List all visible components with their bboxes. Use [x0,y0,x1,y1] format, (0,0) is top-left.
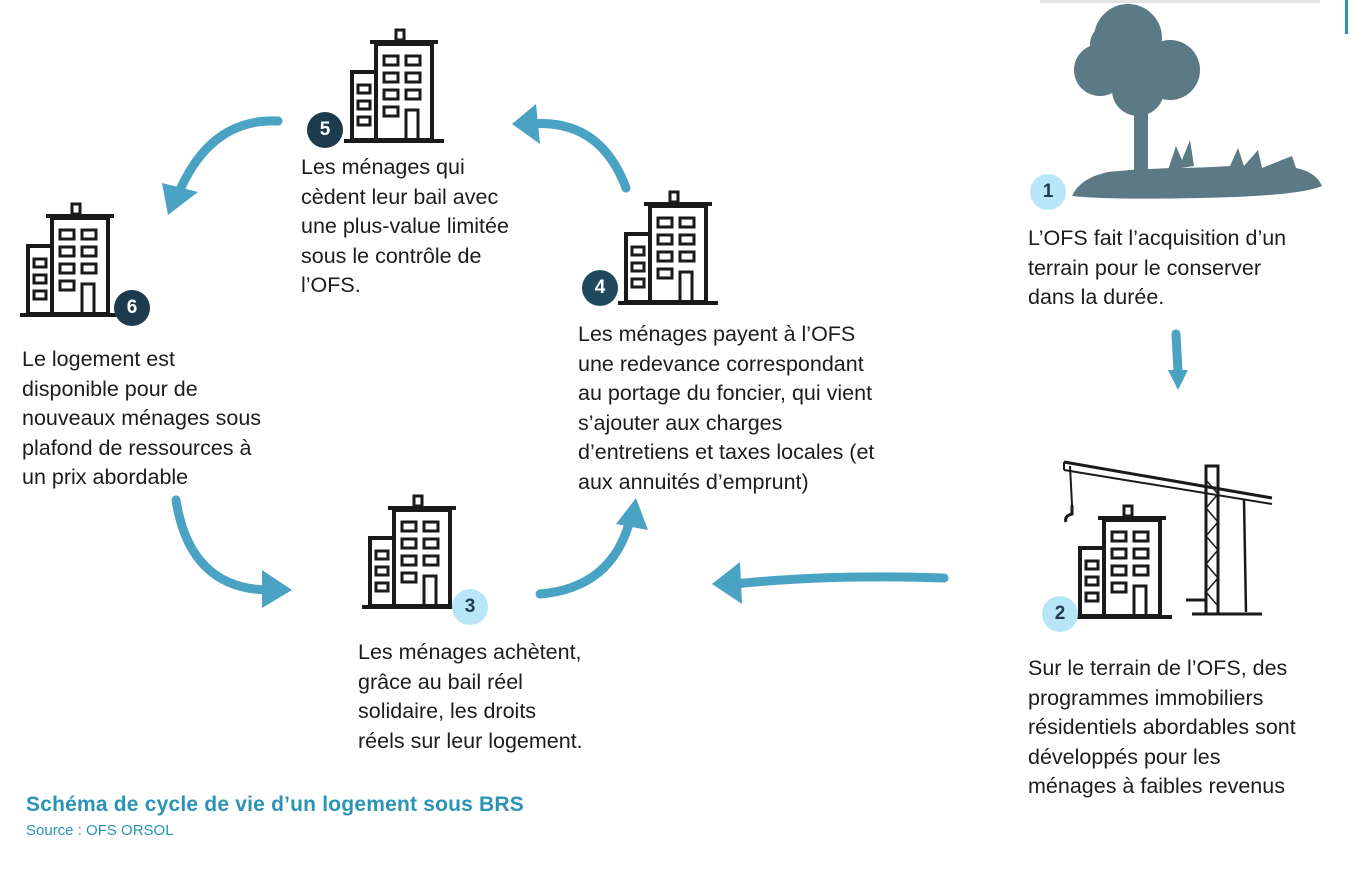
arrow-3-to-4 [535,515,635,599]
arrowhead-5-to-6 [162,183,198,215]
step-5-line: l’OFS. [301,273,361,297]
step-1-text: L’OFS fait l’acquisition d’un terrain po… [1028,224,1286,313]
step-4-badge: 4 [582,270,618,306]
step-5-line: Les ménages qui [301,155,465,179]
step-3-text: Les ménages achètent, grâce au bail réel… [358,638,583,756]
step-4-line: au portage du foncier, qui vient [578,381,873,405]
step-6-badge: 6 [114,290,150,326]
building-icon-4 [616,190,720,305]
arrow-6-to-3 [171,495,275,595]
arrowhead-6-to-3 [262,570,292,608]
step-1-line: dans la durée. [1028,285,1165,309]
step-1-line: L’OFS fait l’acquisition d’un [1028,226,1287,250]
arrow-4-to-5 [525,119,631,193]
step-2-line: ménages à faibles revenus [1028,774,1285,798]
step-5-text: Les ménages qui cèdent leur bail avec un… [301,153,509,301]
step-6-text: Le logement est disponible pour de nouve… [22,345,261,493]
arrowhead-4-to-5 [512,104,540,144]
step-2-line: résidentiels abordables sont [1028,715,1296,739]
step-4-line: une redevance correspondant [578,351,864,376]
top-rule [1040,0,1320,3]
arrowhead-1-to-2 [1168,370,1188,390]
step-6-line: nouveaux ménages sous [22,406,262,430]
step-2-text: Sur le terrain de l’OFS, des programmes … [1028,654,1296,802]
step-5-line: une plus-value limitée [301,214,509,238]
building-icon-2 [1070,504,1174,619]
step-5-line: cèdent leur bail avec [301,184,499,209]
step-2-line: programmes immobiliers [1028,685,1264,710]
step-6-line: plafond de ressources à [22,435,252,460]
step-3-line: Les ménages achètent, [358,640,582,664]
step-5-badge: 5 [307,112,343,148]
step-3-line: grâce au bail réel [358,669,523,694]
arrow-2-to-3 [730,572,949,589]
step-4-text: Les ménages payent à l’OFS une redevance… [578,320,874,497]
building-icon-3 [360,494,464,609]
crane-icon [1063,460,1273,616]
step-6-line: disponible pour de [22,376,198,401]
arrow-5-to-6 [175,116,283,195]
step-3-line: réels sur leur logement. [358,728,583,753]
step-1-badge: 1 [1030,174,1066,210]
edge-accent [1345,0,1348,34]
step-2-line: Sur le terrain de l’OFS, des [1028,656,1288,680]
arrowhead-3-to-4 [616,498,648,530]
arrowhead-2-to-3 [712,562,742,604]
caption-title: Schéma de cycle de vie d’un logement sou… [26,793,524,816]
step-4-line: aux annuités d’emprunt) [578,469,809,494]
step-4-line: d’entretiens et taxes locales (et [578,440,875,464]
step-6-line: Le logement est [22,347,175,371]
step-3-badge: 3 [452,589,488,625]
step-6-line: un prix abordable [22,465,189,489]
step-3-line: solidaire, les droits [358,699,537,723]
building-icon-6 [18,202,122,317]
arrow-1-to-2 [1171,329,1183,377]
step-2-line: développés pour les [1028,744,1221,769]
step-4-line: s’ajouter aux charges [578,410,783,435]
caption-source: Source : OFS ORSOL [26,822,174,839]
step-4-line: Les ménages payent à l’OFS [578,322,856,346]
building-icon-5 [342,28,446,143]
step-5-line: sous le contrôle de [301,243,482,268]
step-1-line: terrain pour le conserver [1028,255,1262,280]
tree-icon [1072,4,1322,199]
step-2-badge: 2 [1042,596,1078,632]
